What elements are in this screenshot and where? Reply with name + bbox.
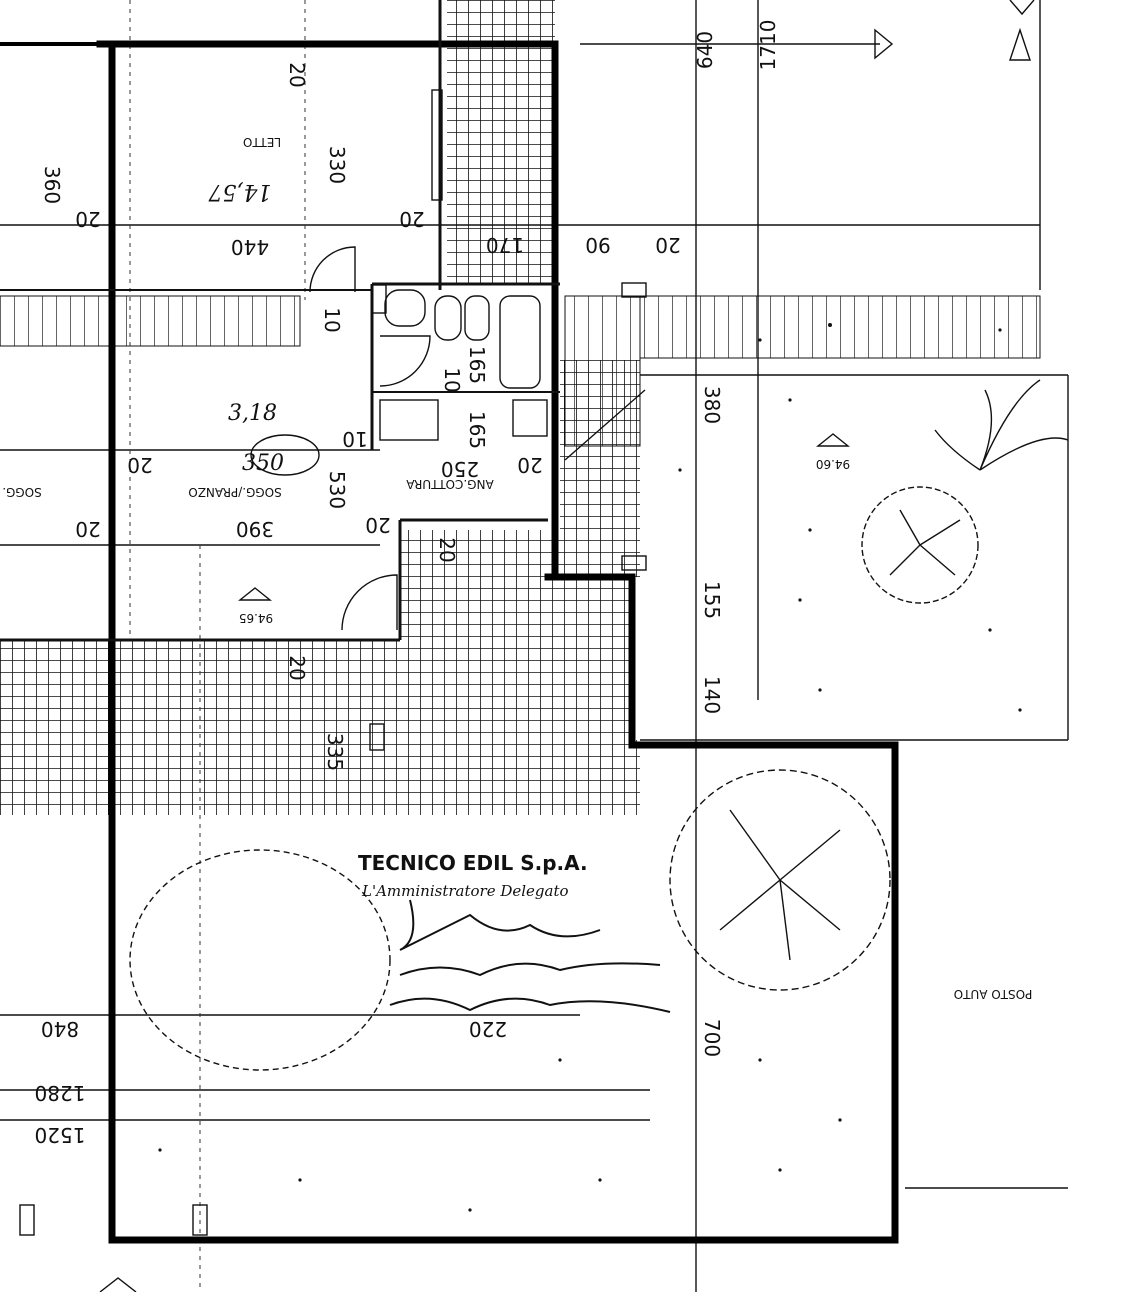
level-triangle-icon [816,433,850,447]
tiled-corridor [447,44,555,284]
bottom-edges [19,0,1035,1292]
dim-330: 330 [325,146,349,184]
stamp-role: L'Amministratore Delegato [361,882,569,900]
dim-20-h: 20 [285,655,309,680]
dim-380: 380 [700,386,724,424]
room-sogg-left: SOGG. [2,485,41,499]
dim-1280: 1280 [35,1081,86,1105]
dim-140: 140 [700,676,724,714]
dim-20-g: 20 [435,537,459,562]
tiled-terrace-main [0,530,640,815]
stair-strips [0,295,1041,447]
room-posto-auto: POSTO AUTO [954,987,1033,1001]
ground-speckles [158,323,1022,1212]
stair-mid [564,295,641,447]
column-c [621,555,647,571]
dim-440: 440 [231,235,269,259]
room-letto: LETTO [243,135,281,149]
level-triangle-icon [238,587,272,601]
dim-165-a: 165 [465,346,489,384]
dim-640: 640 [693,31,717,69]
dim-1520: 1520 [35,1123,86,1147]
dim-10-a: 10 [320,307,344,332]
hob [512,399,548,437]
dim-335: 335 [323,733,347,771]
stair-right [639,295,1041,359]
wc [384,289,426,327]
sink [464,295,490,341]
dim-10-b: 10 [440,367,464,392]
company-stamp: TECNICO EDIL S.p.A. L'Amministratore Del… [358,851,671,1013]
level-9460: 94.60 [816,457,850,471]
column-a [371,284,387,314]
dim-250: 250 [441,457,479,481]
dimension-lines [0,0,1069,1292]
boundary-walls [0,40,899,1244]
room-labels: LETTO 14,57 SOGG./PRANZO SOGG. ANG.COTTU… [2,135,1032,1001]
dim-1710: 1710 [756,20,780,71]
room-ang-cottura: ANG.COTTURA [406,477,494,491]
column-b [621,282,647,298]
tree-group [129,379,1069,1071]
dim-220: 220 [469,1017,507,1041]
dim-20-mid: 20 [399,207,424,231]
tree-icon [861,486,979,604]
window-strip [431,89,443,201]
dim-20-d: 20 [517,453,542,477]
door-swing-entry [341,574,398,631]
hand-note-2: 350 [242,451,284,476]
dim-20-left: 20 [75,207,100,231]
dim-20-top: 20 [285,62,309,87]
palm-icon [934,379,1069,471]
column-d [369,723,385,751]
dim-20-f: 20 [365,513,390,537]
bathtub [499,295,541,389]
stair-left [0,295,301,347]
level-markers: 94.65 94.60 [238,433,850,625]
dim-90: 90 [585,233,610,257]
dim-10-c: 10 [342,427,367,451]
dimension-labels: 640 1710 20 330 20 20 360 440 170 90 20 … [35,20,780,1147]
tree-icon-large [669,769,891,991]
dim-360: 360 [40,166,64,204]
dim-155: 155 [700,581,724,619]
room-sogg-pranzo: SOGG./PRANZO [188,485,281,499]
dim-20-c: 20 [127,453,152,477]
level-9465: 94.65 [239,611,273,625]
dim-20-right: 20 [655,233,680,257]
dim-390: 390 [236,517,274,541]
stove [379,399,439,441]
dim-165-b: 165 [465,411,489,449]
hand-circle [250,434,320,476]
bidet [434,295,462,341]
hand-note-1: 3,18 [228,401,277,426]
door-swing-bath [379,335,431,387]
signature [389,899,671,1013]
dim-700: 700 [700,1019,724,1057]
tiled-terrace-top [447,0,555,44]
dim-20-e: 20 [75,517,100,541]
dim-170: 170 [486,233,524,257]
handwritten-notes: 3,18 350 [228,401,320,476]
dim-840: 840 [41,1017,79,1041]
door-swing-letto [309,246,356,293]
room-letto-area: 14,57 [209,179,272,204]
shrub-icon [129,849,391,1071]
bathroom-fixtures [309,89,647,751]
stamp-company: TECNICO EDIL S.p.A. [358,851,588,875]
dim-530: 530 [325,471,349,509]
tiled-terrace-group [0,0,640,815]
